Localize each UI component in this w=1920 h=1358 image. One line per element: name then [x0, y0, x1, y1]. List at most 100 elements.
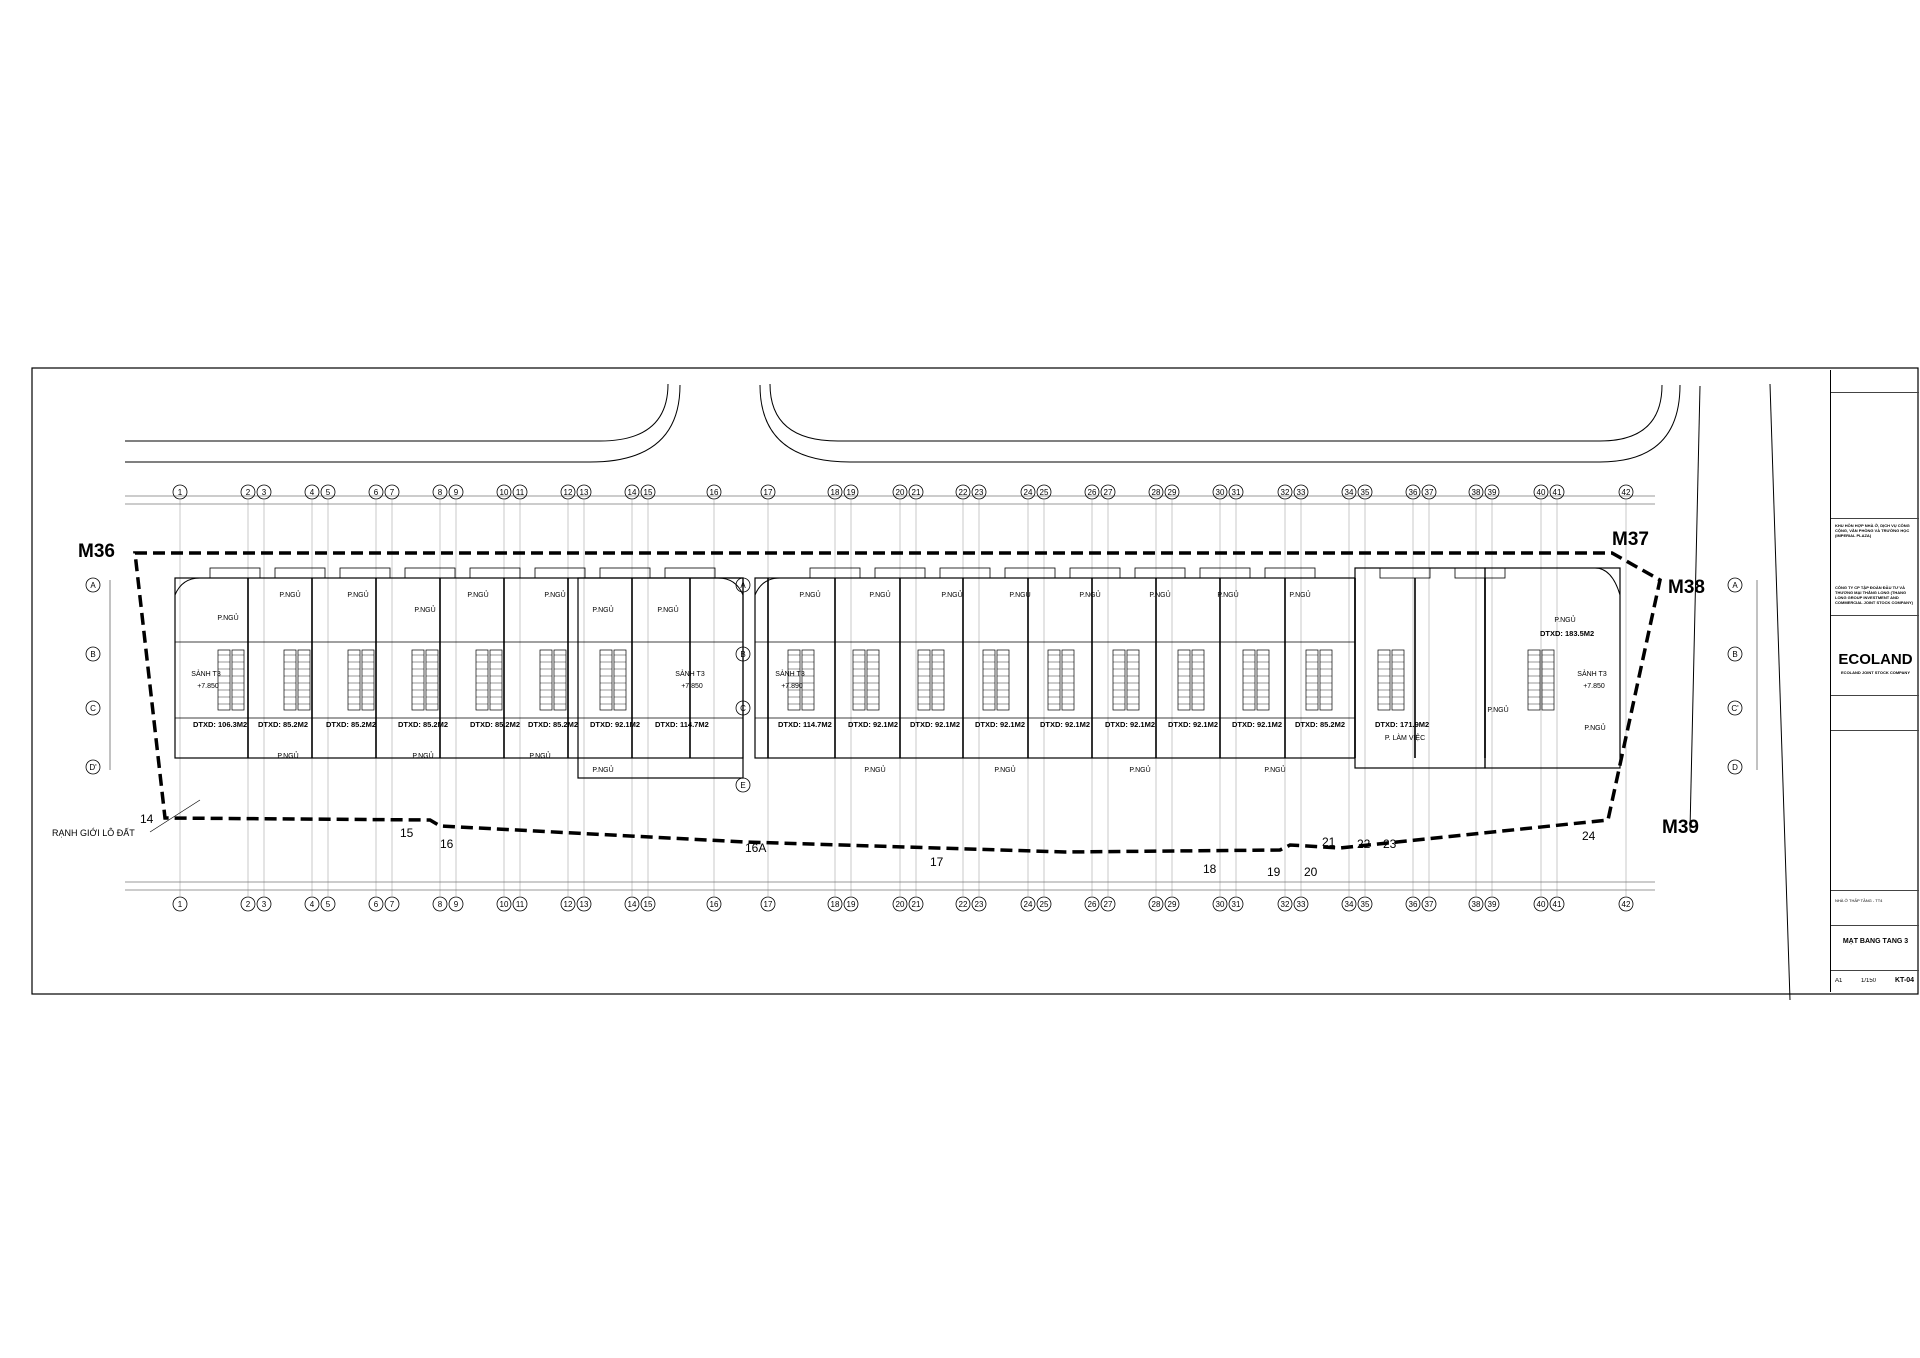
row-label: D'	[89, 763, 97, 772]
grid-label: 10	[500, 488, 509, 497]
row-label: A	[90, 581, 96, 590]
grid-bubble	[240, 484, 256, 500]
room-label-bedroom: P.NGỦ	[529, 751, 550, 760]
room-level: +7.850	[681, 683, 703, 690]
stair	[917, 649, 931, 711]
stair-cores	[217, 649, 1555, 711]
grid-label: 22	[959, 900, 968, 909]
row-label: B	[1732, 650, 1737, 659]
grid-bubble	[496, 484, 512, 500]
grid-label: 36	[1409, 900, 1418, 909]
stair	[411, 649, 425, 711]
grid-bubble	[1277, 896, 1293, 912]
grid-bubble	[843, 896, 859, 912]
room-label-bedroom: P.NGỦ	[1129, 765, 1150, 774]
room-label-bedroom: P.NGỦ	[412, 751, 433, 760]
grid-label: 32	[1281, 488, 1290, 497]
grid-label: 11	[516, 900, 525, 909]
grid-bubble	[624, 484, 640, 500]
grid-label: 29	[1168, 488, 1177, 497]
room-label-bedroom: P.NGỦ	[1217, 590, 1238, 599]
stair	[1047, 649, 1061, 711]
room-label-bedroom: P.NGỦ	[1264, 765, 1285, 774]
stair	[217, 649, 231, 711]
grid-bubble	[496, 896, 512, 912]
balcony	[874, 567, 926, 579]
grid-bubble	[971, 896, 987, 912]
grid-label: 1	[178, 488, 183, 497]
grid-bubble	[955, 896, 971, 912]
balcony	[599, 567, 651, 579]
room-level: +7.850	[1583, 683, 1605, 690]
room-label-bedroom: P.NGỦ	[347, 590, 368, 599]
balcony	[1454, 567, 1506, 579]
grid-label: 12	[564, 488, 573, 497]
stair	[361, 649, 375, 711]
grid-label: 36	[1409, 488, 1418, 497]
boundary-numbers: 14 15 16 16A 17 18 19 20 21 22 23 24	[140, 812, 1596, 879]
grid-label: 31	[1232, 488, 1241, 497]
boundary-number: 15	[400, 826, 414, 840]
grid-bubble	[448, 896, 464, 912]
balcony	[664, 567, 716, 579]
stair	[1191, 649, 1205, 711]
room-label-work: P. LÀM VIỆC	[1385, 733, 1425, 742]
grid-bubble	[1468, 484, 1484, 500]
boundary-number: 23	[1383, 837, 1397, 851]
room-label-lobby: SẢNH T3	[191, 669, 221, 678]
stair	[539, 649, 553, 711]
grid-label: 9	[454, 488, 459, 497]
boundary-number: 19	[1267, 865, 1281, 879]
room-label-bedroom: P.NGỦ	[1079, 590, 1100, 599]
grid-label: 24	[1024, 900, 1033, 909]
grid-label: 20	[896, 900, 905, 909]
grid-bubble	[368, 896, 384, 912]
grid-lines	[179, 500, 1627, 896]
boundary-number: 21	[1322, 835, 1336, 849]
grid-bubble	[1084, 484, 1100, 500]
grid-bubble	[1036, 484, 1052, 500]
grid-label: 9	[454, 900, 459, 909]
boundary-number: 17	[930, 855, 944, 869]
room-label-bedroom: P.NGỦ	[1289, 590, 1310, 599]
room-label-bedroom: P.NGỦ	[799, 590, 820, 599]
row-label: C'	[1731, 704, 1739, 713]
stair	[852, 649, 866, 711]
area-labels: DTXD: 106.3M2 DTXD: 85.2M2 DTXD: 85.2M2 …	[193, 629, 1594, 729]
grid-bubble	[827, 484, 843, 500]
room-label-bedroom: P.NGỦ	[1009, 590, 1030, 599]
area-label: DTXD: 85.2M2	[470, 720, 520, 729]
grid-bubble	[827, 896, 843, 912]
grid-label: 18	[831, 900, 840, 909]
grid-label: 13	[580, 488, 589, 497]
grid-bubble	[320, 484, 336, 500]
room-label-bedroom: P.NGỦ	[994, 765, 1015, 774]
grid-bubble	[1148, 896, 1164, 912]
boundary-label: RẠNH GIỚI LÔ ĐẤT	[52, 828, 135, 838]
row-label: E	[740, 781, 745, 790]
room-label-bedroom: P.NGỦ	[864, 765, 885, 774]
grid-label: 26	[1088, 900, 1097, 909]
marker-m37: M37	[1612, 529, 1649, 550]
grid-bubble	[760, 484, 776, 500]
grid-bubble	[1357, 896, 1373, 912]
grid-label: 11	[516, 488, 525, 497]
grid-label: 39	[1488, 900, 1497, 909]
grid-bubble	[576, 896, 592, 912]
boundary-leader	[149, 799, 201, 833]
stair	[801, 649, 815, 711]
investor-name: CÔNG TY CP TẬP ĐOÀN ĐẦU TƯ VÀ THƯƠNG MẠI…	[1835, 585, 1914, 605]
stair	[553, 649, 567, 711]
room-label-lobby: SẢNH T3	[775, 669, 805, 678]
grid-label: 17	[764, 900, 773, 909]
grid-label: 5	[326, 900, 331, 909]
interior-walls	[175, 578, 1486, 758]
grid-bubble	[1405, 484, 1421, 500]
grid-bubble	[892, 896, 908, 912]
grid-bubble	[640, 484, 656, 500]
company-logo: ECOLAND	[1838, 652, 1913, 668]
row-label: C	[90, 704, 96, 713]
stair	[996, 649, 1010, 711]
grid-bubble	[1164, 896, 1180, 912]
